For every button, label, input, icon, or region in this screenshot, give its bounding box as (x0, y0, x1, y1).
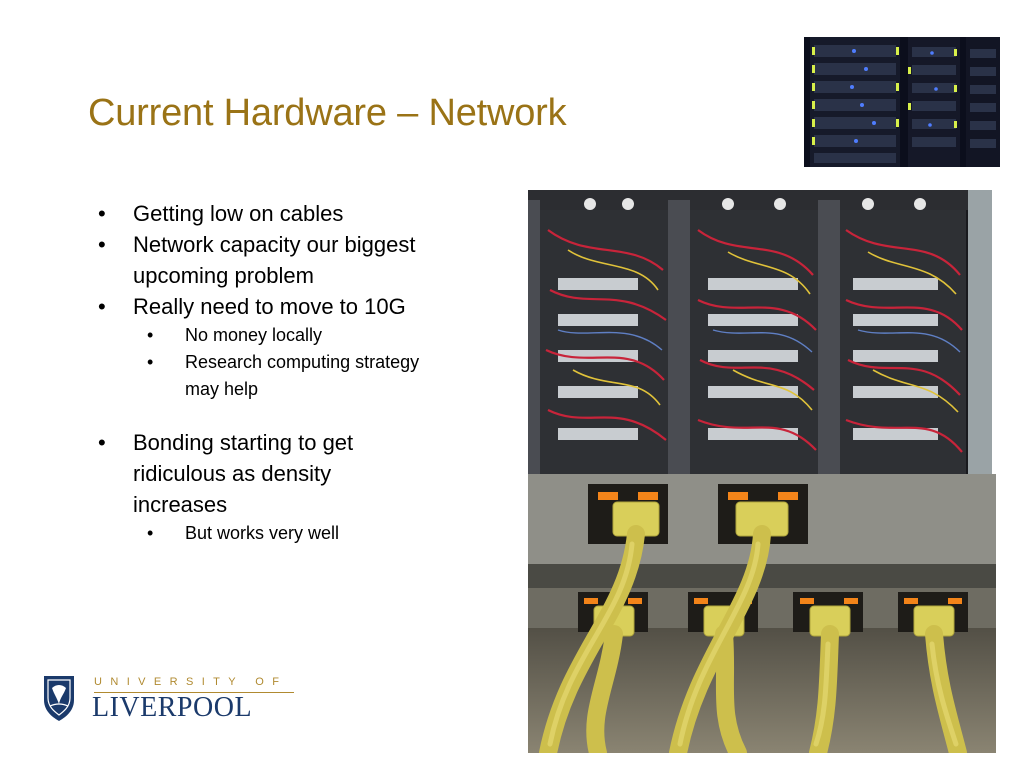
spacer (96, 403, 426, 427)
bullet-item: Really need to move to 10G (96, 291, 426, 322)
logo-rule (94, 692, 294, 693)
server-rack-photo (804, 37, 1000, 167)
logo-line-university: UNIVERSITY OF (94, 676, 288, 688)
open-racks-photo (528, 190, 992, 474)
sub-bullet-item: Research computing strategy may help (96, 349, 426, 403)
logo-line-liverpool: LIVERPOOL (92, 692, 253, 723)
bullet-item: Bonding starting to get ridiculous as de… (96, 427, 426, 520)
bullet-list: Getting low on cables Network capacity o… (96, 198, 426, 547)
bullet-item: Getting low on cables (96, 198, 426, 229)
bullet-item: Network capacity our biggest upcoming pr… (96, 229, 426, 291)
sub-bullet-item: No money locally (96, 322, 426, 349)
sub-bullet-item: But works very well (96, 520, 426, 547)
slide-title: Current Hardware – Network (88, 92, 567, 134)
university-crest-icon (44, 676, 74, 721)
university-logo: UNIVERSITY OF LIVERPOOL (42, 672, 294, 728)
network-cables-photo (528, 474, 996, 753)
